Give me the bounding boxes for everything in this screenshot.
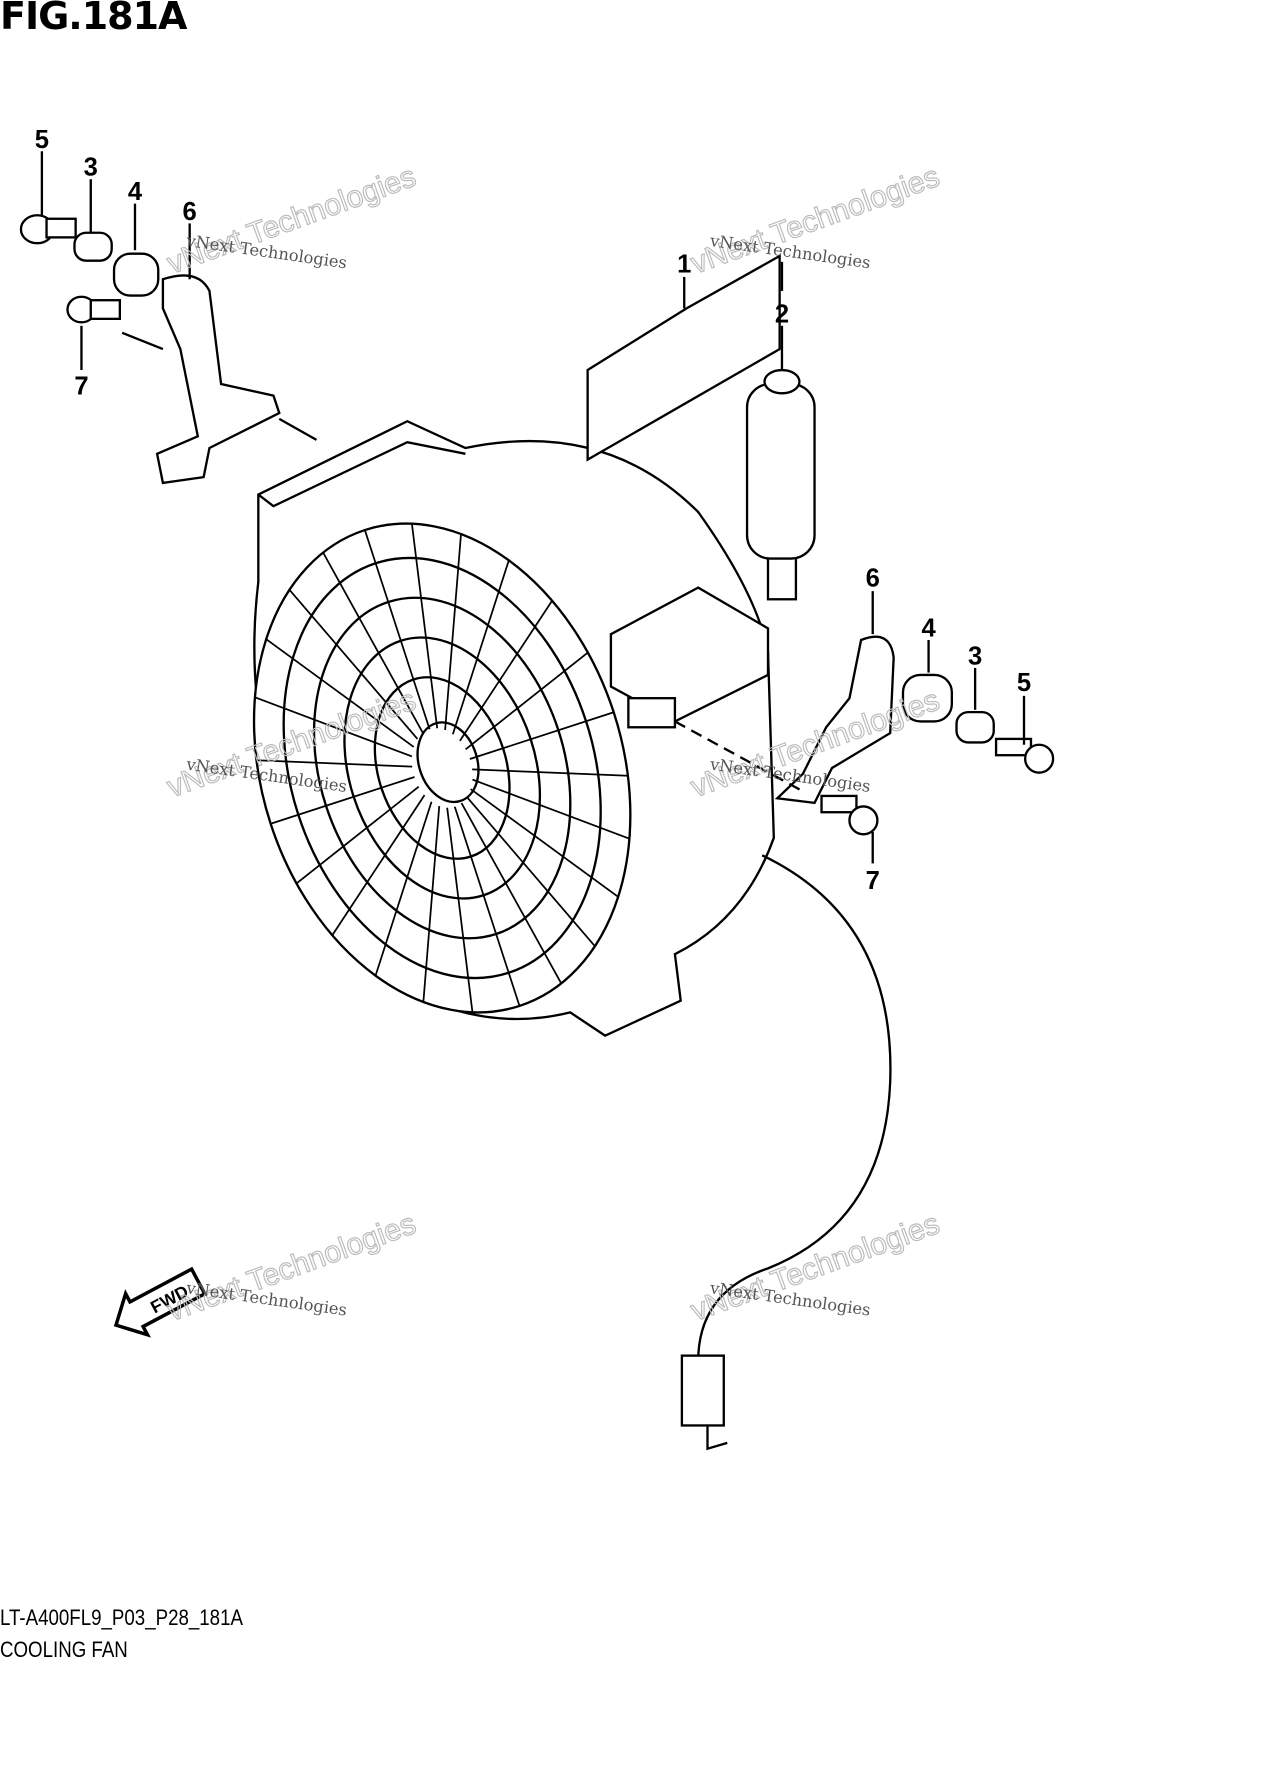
grille-spoke: [322, 552, 424, 734]
callout-7-right: 7: [866, 867, 880, 895]
callout-4-left: 4: [128, 178, 143, 206]
cooling-fan-assembly: [252, 254, 892, 1451]
figure-title: FIG.181A: [0, 0, 187, 38]
leader-lines: [40, 151, 1026, 864]
grille-spoke: [452, 560, 510, 735]
grille-spoke: [472, 778, 630, 840]
callout-7-left: 7: [74, 372, 88, 400]
callout-6-right: 6: [866, 564, 880, 592]
grille-spoke: [288, 589, 419, 740]
grille-spoke: [459, 600, 553, 742]
grille-spoke: [460, 802, 563, 984]
grille-spoke: [265, 638, 415, 748]
grille-spoke: [295, 786, 420, 885]
grille-spoke: [270, 776, 415, 825]
callout-5-left: 5: [35, 126, 49, 154]
grille-spoke: [331, 794, 426, 936]
callout-3-left: 3: [84, 154, 98, 182]
grommet-part-2: [745, 368, 816, 601]
right-mount-hardware: [674, 635, 1055, 836]
grille-spoke: [256, 759, 413, 768]
grille-spoke: [453, 806, 521, 1007]
grille-spoke: [254, 696, 413, 758]
figure-name: COOLING FAN: [0, 1637, 128, 1662]
callout-5-right: 5: [1017, 669, 1031, 697]
grille-spoke: [466, 796, 596, 947]
grille-spoke: [446, 807, 474, 1013]
grille-spoke: [374, 801, 433, 976]
grille-spoke: [422, 805, 441, 1002]
grille-spoke: [411, 523, 439, 729]
callout-3-right: 3: [968, 642, 982, 670]
grille-spoke: [472, 768, 628, 777]
grille-spoke: [470, 788, 619, 898]
grille-spoke: [364, 529, 431, 730]
figure-code: LT-A400FL9_P03_P28_181A: [0, 1605, 243, 1630]
forward-arrow-icon: FWD: [113, 1266, 208, 1338]
callout-1: 1: [677, 250, 691, 278]
grille-spoke: [444, 534, 462, 731]
callout-6-left: 6: [183, 198, 197, 226]
left-mount-hardware: [19, 214, 318, 485]
grille-spoke: [465, 651, 589, 750]
callout-2: 2: [775, 300, 789, 328]
grille-spoke: [469, 711, 614, 760]
callout-4-right: 4: [921, 615, 936, 643]
